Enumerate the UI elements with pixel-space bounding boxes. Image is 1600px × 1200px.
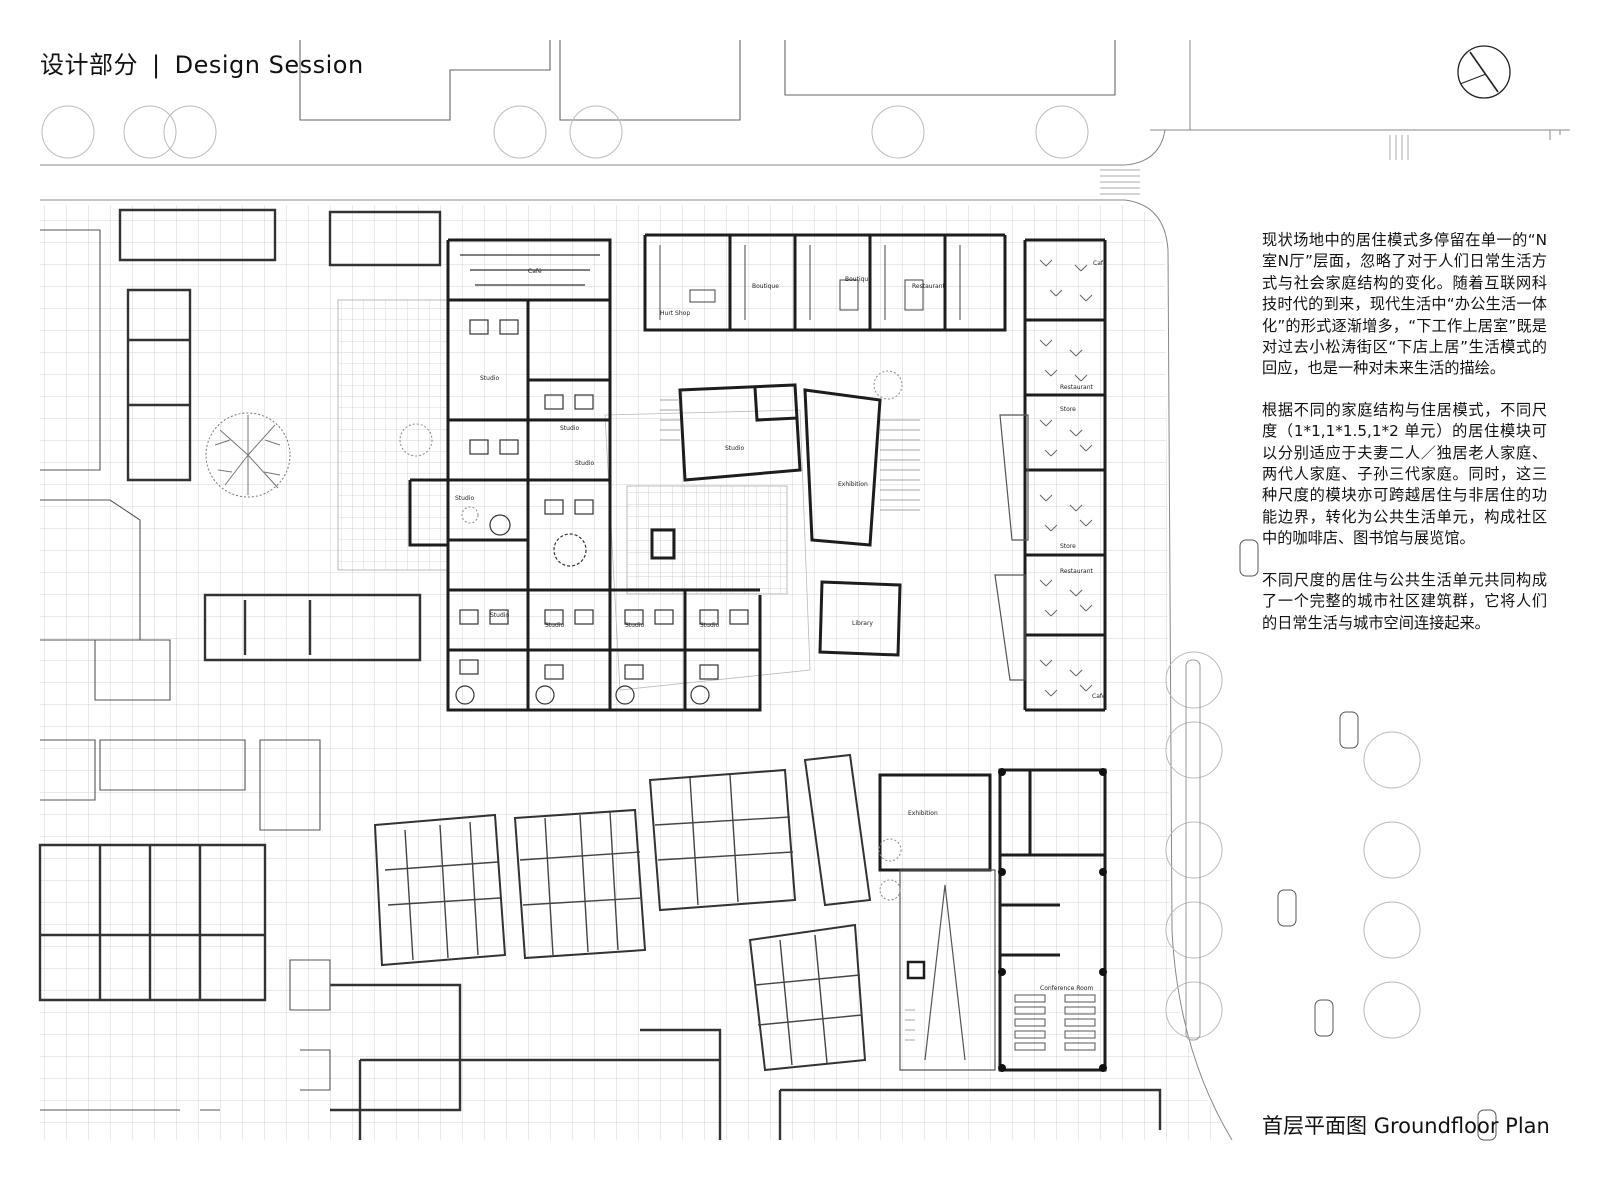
top-street (40, 40, 1570, 1141)
exhibition-pavilion (803, 388, 882, 547)
existing-buildings-left-thin (40, 229, 331, 1111)
shop-strip (643, 233, 1007, 332)
conference-seats (1014, 994, 1096, 1051)
room-label: Restaurant (912, 283, 945, 290)
room-label: Studio (575, 460, 595, 467)
room-label: Exhibition (908, 810, 938, 817)
small-trees (399, 370, 903, 901)
description-paragraph: 根据不同的家庭结构与住居模式，不同尺度（1*1,1*1.5,1*2 单元）的居住… (1262, 400, 1547, 548)
west-plaza (337, 299, 449, 571)
stair-tower (650, 528, 676, 560)
central-court (626, 485, 788, 595)
room-label: Restaurant (1060, 568, 1093, 575)
street-trees (41, 105, 1421, 1039)
library-pavilion (818, 580, 902, 657)
title-separator: | (152, 51, 161, 79)
right-strip-tables (1039, 259, 1093, 697)
large-tree (205, 412, 291, 498)
existing-houses-center (373, 753, 872, 1072)
room-label: Studio (725, 445, 745, 452)
room-label: Restaurant (1060, 384, 1093, 391)
room-label: Studio (560, 425, 580, 432)
road-median (1185, 659, 1201, 1041)
room-label: Conference Room (1040, 985, 1094, 992)
shop-strip-details (659, 245, 961, 320)
description-paragraph: 不同尺度的居住与公共生活单元共同构成了一个完整的城市社区建筑群，它将人们的日常生… (1262, 570, 1547, 632)
studio-block (408, 238, 762, 712)
room-label: Studio (455, 495, 475, 502)
cars (1239, 539, 1497, 1141)
triangular-ramp (899, 869, 996, 1071)
central-studio (678, 383, 802, 482)
central-zone (604, 409, 811, 691)
description-paragraph: 现状场地中的居住模式多停留在单一的“N室N厅”层面，忽略了对于人们日常生活方式与… (1262, 231, 1547, 378)
room-label: Studio (490, 612, 510, 619)
room-label: Boutique (845, 276, 872, 283)
title-en: Design Session (174, 51, 364, 79)
steps (660, 399, 920, 1041)
room-label: Café (1092, 693, 1106, 700)
room-label: Café (1093, 260, 1107, 267)
existing-houses-center-walls (384, 774, 863, 1066)
conference-columns (998, 768, 1107, 1072)
room-label: Studio (625, 622, 645, 629)
paving-grid (40, 205, 1230, 1140)
studio-block-details (455, 254, 749, 705)
existing-buildings-left (38, 208, 1162, 1140)
room-label: Exhibition (838, 481, 868, 488)
existing-buildings-top (299, 40, 1116, 121)
caption-en: Groundfloor Plan (1373, 1114, 1550, 1138)
room-label: Boutique (752, 283, 779, 290)
room-label: Store (1060, 406, 1076, 413)
drawing-caption: 首层平面图 Groundfloor Plan (1262, 1110, 1550, 1140)
description-panel: 现状场地中的居住模式多停留在单一的“N室N厅”层面，忽略了对于人们日常生活方式与… (1262, 230, 1547, 654)
room-label: Library (852, 620, 873, 627)
room-label: Store (1060, 543, 1076, 550)
title-cn: 设计部分 (40, 51, 138, 79)
crosswalk (1100, 135, 1409, 195)
page-title: 设计部分 | Design Session (40, 45, 364, 80)
angled-canopies (994, 414, 1029, 681)
room-label: Studio (480, 375, 500, 382)
north-arrow-icon (1457, 45, 1511, 99)
room-label: Hurt Shop (660, 310, 691, 317)
room-label: Café (528, 268, 542, 275)
room-label: Studio (545, 622, 565, 629)
room-label: Studio (700, 622, 720, 629)
caption-cn: 首层平面图 (1262, 1114, 1367, 1138)
